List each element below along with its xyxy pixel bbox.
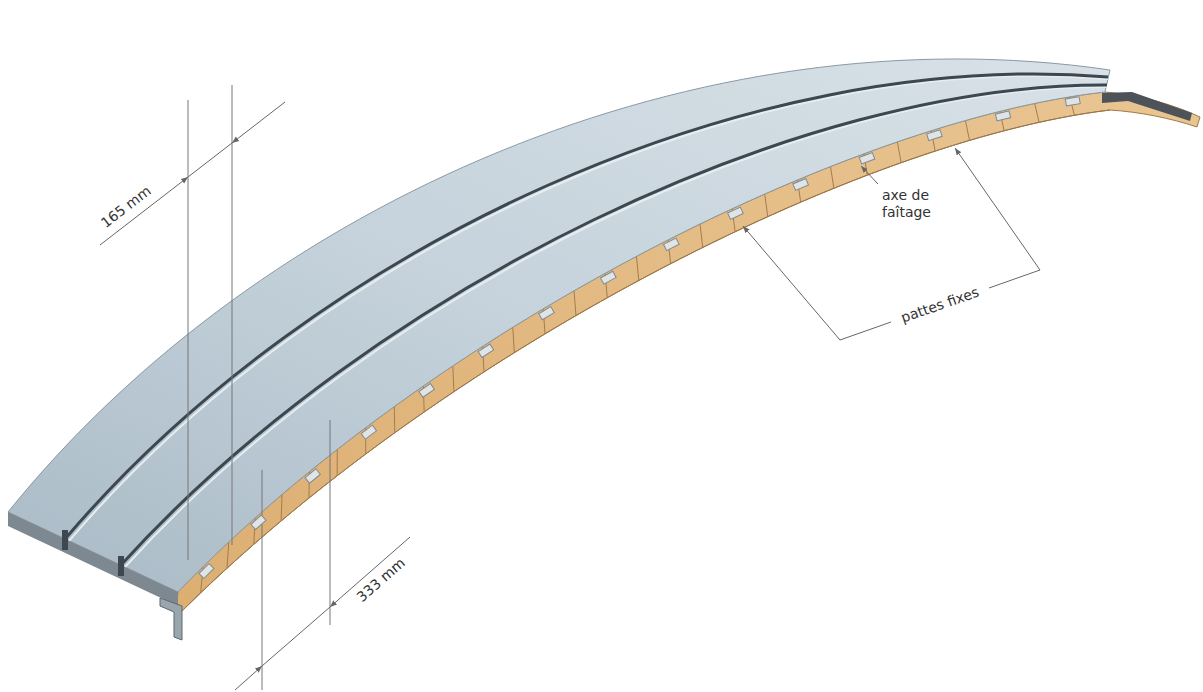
fixed-clip	[1065, 97, 1080, 106]
dimension-line	[235, 666, 262, 690]
board-joint	[636, 256, 638, 280]
board-joint	[394, 407, 396, 433]
fixed-clip	[793, 178, 809, 190]
bracket-line	[989, 270, 1040, 288]
fixed-clip	[305, 469, 320, 483]
fixed-clip	[539, 307, 555, 320]
fixed-clip	[728, 207, 744, 219]
seam-profile	[62, 530, 68, 550]
board-joint	[897, 142, 901, 163]
fixed-clip	[199, 564, 214, 579]
fixed-clip	[361, 425, 376, 439]
eave-flashing	[160, 598, 182, 640]
callout-label: axe de faîtage	[882, 187, 946, 221]
dimension-label: 165 mm	[98, 182, 155, 231]
leader-line	[743, 226, 840, 340]
seam-profile	[118, 556, 124, 576]
ridge-underside	[1102, 92, 1192, 121]
dimension-line	[262, 607, 330, 666]
extension-line	[232, 85, 233, 545]
fixed-clip	[478, 344, 494, 357]
standing-seam	[121, 85, 1107, 565]
fixed-clip	[251, 515, 266, 530]
board-joint	[765, 194, 768, 217]
fixed-clip	[927, 130, 942, 141]
panel-end-face	[8, 512, 178, 606]
board-joint	[337, 449, 338, 475]
seam-highlight	[69, 76, 1108, 541]
extension-line	[330, 420, 331, 625]
leader-line	[861, 166, 878, 184]
board-joint	[281, 494, 283, 520]
bracket-line	[840, 322, 891, 340]
standing-seam	[65, 74, 1108, 539]
seam-highlight	[125, 87, 1107, 567]
extension-line	[188, 100, 189, 560]
board-joint	[830, 167, 833, 189]
dimension-line	[330, 537, 410, 607]
leader-line	[955, 148, 1040, 270]
board-joint	[513, 327, 515, 352]
zinc-panel	[8, 59, 1110, 592]
fixed-clip	[663, 238, 679, 251]
fixed-clip	[601, 271, 617, 284]
fixed-clip	[859, 153, 875, 164]
dimension-line	[232, 102, 285, 143]
board-joint	[700, 224, 703, 247]
board-joint	[965, 121, 969, 141]
fixed-clip	[995, 111, 1010, 121]
board-joint	[1035, 103, 1040, 122]
fixed-clip	[419, 384, 434, 398]
dimension-line	[188, 143, 232, 177]
board-joint	[453, 366, 454, 392]
board-joint	[227, 542, 229, 568]
extension-line	[262, 470, 263, 690]
callout-label: pattes fixes	[899, 284, 981, 327]
board-joint	[574, 291, 576, 316]
